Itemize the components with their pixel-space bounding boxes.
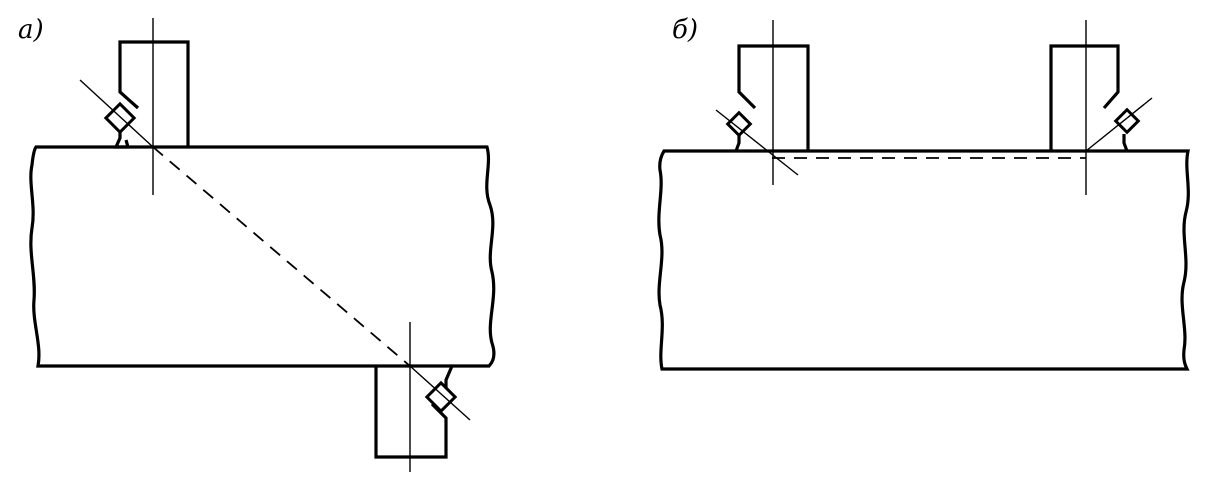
workpiece-b	[657, 149, 1190, 371]
beam-path-a	[152, 146, 411, 367]
beam-exit-a	[409, 365, 471, 421]
beam-entry-b	[715, 109, 799, 176]
transducer-right-b	[1113, 107, 1141, 135]
panel-a: а)	[18, 15, 496, 472]
probe-top-a	[103, 40, 190, 149]
probe-left-b	[725, 44, 810, 152]
panel-a-label: а)	[18, 15, 44, 45]
panel-b-label: б)	[672, 15, 698, 45]
transducer-left-b	[725, 110, 753, 138]
beam-exit-b	[1085, 97, 1153, 152]
probe-bottom-a	[374, 365, 458, 459]
workpiece-a	[29, 145, 496, 368]
beam-entry-a	[79, 79, 154, 148]
panel-b: б)	[657, 15, 1190, 371]
probe-right-b	[1049, 44, 1141, 152]
transducer-bottom-a	[424, 380, 458, 414]
